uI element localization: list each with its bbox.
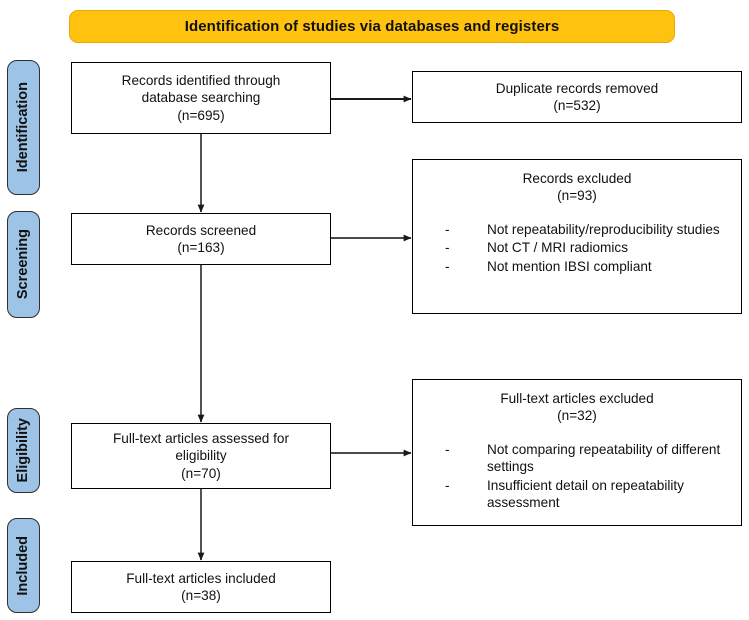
box-duplicates-removed: Duplicate records removed (n=532)	[412, 71, 742, 123]
box-records-identified-text: Records identified through database sear…	[121, 72, 281, 123]
box-records-screened-text: Records screened (n=163)	[145, 222, 257, 255]
banner-identification: Identification of studies via databases …	[69, 10, 675, 43]
list-item-text: Not CT / MRI radiomics	[487, 240, 628, 256]
list-item: - Not comparing repeatability of differe…	[423, 441, 731, 476]
fulltext-excluded-reason-list: - Not comparing repeatability of differe…	[423, 441, 731, 513]
stage-label-eligibility: Eligibility	[7, 408, 40, 493]
bullet-dash-icon: -	[445, 258, 450, 274]
list-item-text: Not mention IBSI compliant	[487, 258, 652, 274]
banner-label: Identification of studies via databases …	[184, 18, 560, 35]
stage-label-identification-text: Identification	[15, 82, 32, 173]
bullet-dash-icon: -	[445, 221, 450, 237]
stage-label-screening: Screening	[7, 211, 40, 318]
box-fulltext-assessed-text: Full-text articles assessed for eligibil…	[112, 430, 290, 481]
bullet-dash-icon: -	[445, 477, 450, 493]
box-fulltext-assessed: Full-text articles assessed for eligibil…	[71, 423, 331, 489]
box-records-excluded: Records excluded (n=93) - Not repeatabil…	[412, 159, 742, 314]
box-records-identified: Records identified through database sear…	[71, 62, 331, 134]
list-item-text: Not comparing repeatability of different…	[487, 441, 721, 475]
bullet-dash-icon: -	[445, 240, 450, 256]
list-item-text: Not repeatability/reproducibility studie…	[487, 221, 720, 237]
box-fulltext-excluded: Full-text articles excluded (n=32) - Not…	[412, 379, 742, 526]
box-records-excluded-head: Records excluded (n=93)	[522, 171, 632, 204]
stage-label-identification: Identification	[7, 60, 40, 195]
list-item: - Not CT / MRI radiomics	[423, 239, 731, 256]
box-fulltext-included: Full-text articles included (n=38)	[71, 561, 331, 613]
stage-label-included: Included	[7, 518, 40, 613]
list-item: - Not mention IBSI compliant	[423, 258, 731, 275]
records-excluded-reason-list: - Not repeatability/reproducibility stud…	[423, 221, 731, 276]
bullet-dash-icon: -	[445, 441, 450, 457]
list-item: - Insufficient detail on repeatability a…	[423, 477, 731, 512]
box-duplicates-removed-text: Duplicate records removed (n=532)	[495, 80, 659, 113]
stage-label-screening-text: Screening	[15, 229, 32, 300]
box-fulltext-included-text: Full-text articles included (n=38)	[126, 570, 276, 603]
list-item: - Not repeatability/reproducibility stud…	[423, 221, 731, 238]
box-records-screened: Records screened (n=163)	[71, 213, 331, 265]
box-fulltext-excluded-head: Full-text articles excluded (n=32)	[500, 391, 654, 424]
stage-label-eligibility-text: Eligibility	[15, 418, 32, 483]
stage-label-included-text: Included	[15, 535, 32, 596]
list-item-text: Insufficient detail on repeatability ass…	[487, 477, 684, 510]
